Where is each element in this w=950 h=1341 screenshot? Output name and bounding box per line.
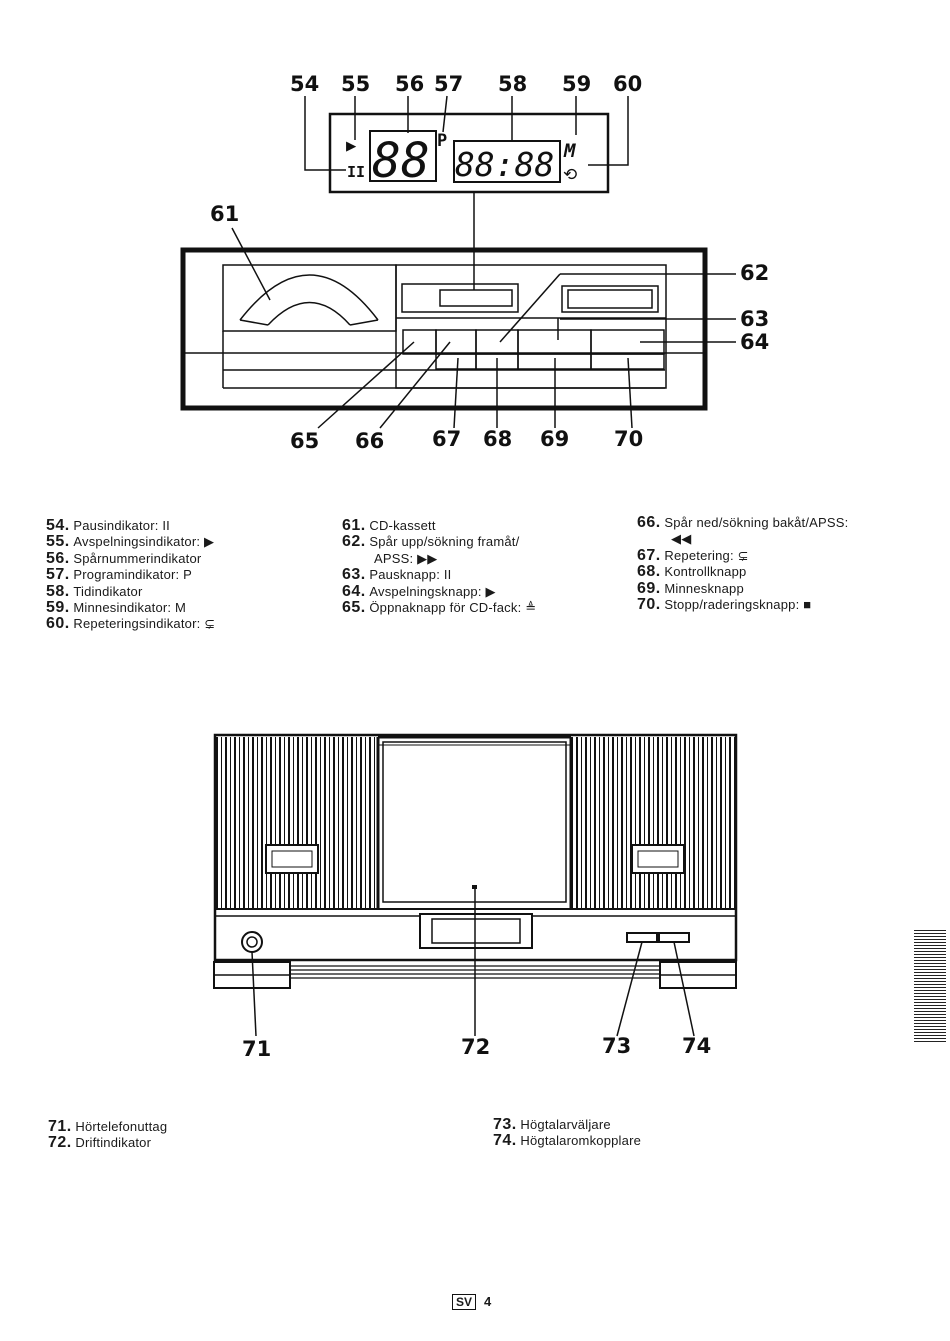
callout-60: 60 <box>613 72 642 96</box>
legend-item: 67. Repetering: ⊊ <box>637 546 749 564</box>
cd-player-front-diagram: ▶ II 88 P 88:88 M ⟲ 54 55 56 57 58 59 60 <box>180 72 769 453</box>
callout-71: 71 <box>242 1037 271 1061</box>
callout-73: 73 <box>602 1034 631 1058</box>
legend-item: 63. Pausknapp: II <box>342 566 452 584</box>
callout-70: 70 <box>614 427 643 451</box>
legend-top-col2: 61. CD-kassett 62. Spår upp/sökning fram… <box>342 517 537 617</box>
legend-item: 64. Avspelningsknapp: ▶ <box>342 582 496 600</box>
page-footer: SV 4 <box>452 1294 491 1310</box>
cd-player-body <box>180 247 708 411</box>
legend-bottom-col1: 71. Hörtelefonuttag 72. Driftindikator <box>48 1118 168 1152</box>
legend-item: 56. Spårnummerindikator <box>46 549 202 567</box>
amplifier-body <box>213 733 738 962</box>
callout-54: 54 <box>290 72 319 96</box>
left-grille <box>216 737 378 909</box>
track-digits: 88 <box>372 133 430 189</box>
callout-64: 64 <box>740 330 769 354</box>
legend-item: 70. Stopp/raderingsknapp: ■ <box>637 596 812 614</box>
callout-63: 63 <box>740 307 769 331</box>
play-indicator: ▶ <box>346 136 357 156</box>
pause-indicator: II <box>347 163 365 181</box>
legend-item: 60. Repeteringsindikator: ⊊ <box>46 615 216 633</box>
legend-item: 65. Öppnaknapp för CD-fack: ≜ <box>342 599 537 617</box>
page-number: 4 <box>484 1294 492 1309</box>
time-digit-box <box>453 140 561 183</box>
callout-61: 61 <box>210 202 239 226</box>
legend-item: 74. Högtalaromkopplare <box>493 1132 642 1150</box>
callout-57: 57 <box>434 72 463 96</box>
callout-58: 58 <box>498 72 527 96</box>
legend-top-col1: 54. Pausindikator: II 55. Avspelningsind… <box>46 517 216 633</box>
repeat-indicator: ⟲ <box>563 165 577 185</box>
callout-74: 74 <box>682 1034 711 1058</box>
callout-56: 56 <box>395 72 424 96</box>
headphone-jack <box>241 931 263 953</box>
language-badge: SV <box>452 1294 477 1310</box>
legend-item: 72. Driftindikator <box>48 1134 152 1152</box>
callout-55: 55 <box>341 72 370 96</box>
callout-72: 72 <box>461 1035 490 1059</box>
callout-67: 67 <box>432 427 461 451</box>
legend-item: 59. Minnesindikator: M <box>46 599 187 617</box>
callout-66: 66 <box>355 429 384 453</box>
track-digit-box <box>369 130 437 182</box>
program-indicator: P <box>437 131 447 151</box>
callout-62: 62 <box>740 261 769 285</box>
callout-59: 59 <box>562 72 591 96</box>
legend-item: 69. Minnesknapp <box>637 579 744 597</box>
legend-item: 54. Pausindikator: II <box>46 517 170 534</box>
legend-bottom-col2: 73. Högtalarväljare 74. Högtalaromkoppla… <box>493 1116 642 1150</box>
callout-68: 68 <box>483 427 512 451</box>
legend-item: 68. Kontrollknapp <box>637 563 747 581</box>
callout-69: 69 <box>540 427 569 451</box>
legend-top-col3: 66. Spår ned/sökning bakåt/APSS: ◀◀ 67. … <box>637 514 849 614</box>
legend-item: 71. Hörtelefonuttag <box>48 1118 168 1135</box>
legend-item: 55. Avspelningsindikator: ▶ <box>46 533 215 551</box>
callout-65: 65 <box>290 429 319 453</box>
legend-item: ◀◀ <box>671 531 692 547</box>
time-digits: 88:88 <box>455 145 554 184</box>
legend-item: 57. Programindikator: P <box>46 566 193 584</box>
legend-item: 66. Spår ned/sökning bakåt/APSS: <box>637 514 849 531</box>
legend-item: 61. CD-kassett <box>342 517 436 534</box>
legend-item: 73. Högtalarväljare <box>493 1116 611 1133</box>
legend-item: 62. Spår upp/sökning framåt/ <box>342 533 520 551</box>
right-grille <box>571 737 735 909</box>
lcd-panel <box>328 112 610 194</box>
scan-marker <box>914 930 946 1042</box>
legend-item: APSS: ▶▶ <box>374 550 438 566</box>
memory-indicator: M <box>563 140 576 162</box>
legend-item: 58. Tidindikator <box>46 582 143 600</box>
